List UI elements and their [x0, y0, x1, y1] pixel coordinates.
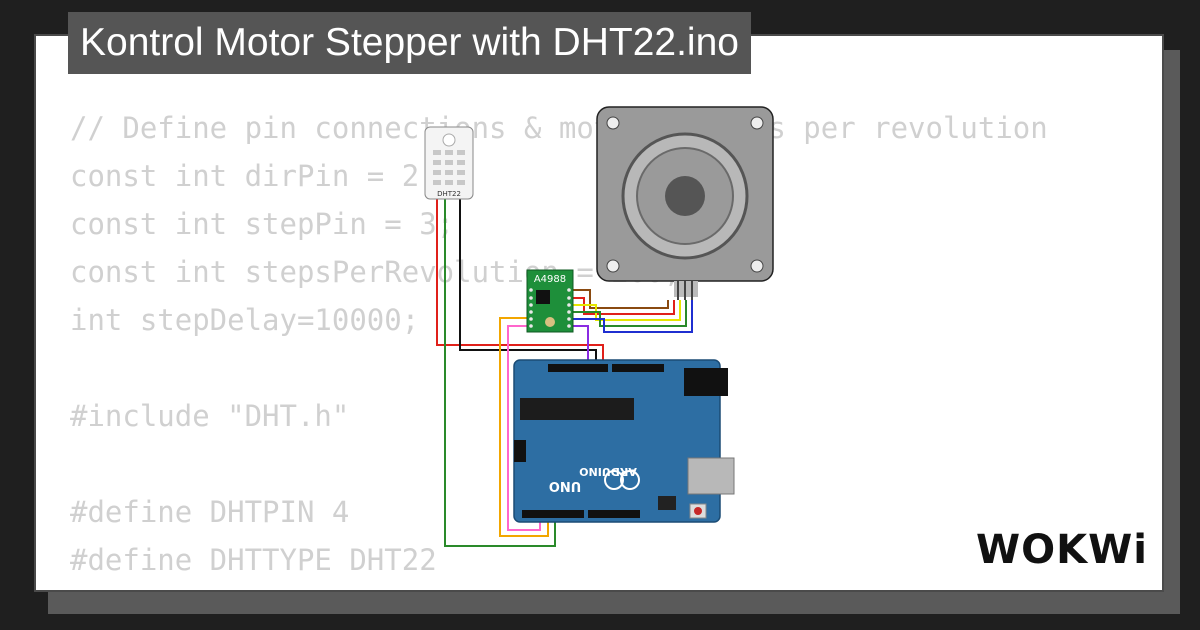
code-line: int stepDelay=10000;: [70, 303, 420, 337]
dht22-sensor[interactable]: DHT22: [424, 126, 474, 200]
a4988-driver[interactable]: A4988: [526, 269, 574, 333]
driver-label: A4988: [534, 274, 566, 285]
code-line: #include "DHT.h": [70, 399, 350, 433]
sensor-label: DHT22: [437, 190, 461, 198]
code-line: const int dirPin = 2;: [70, 159, 437, 193]
arduino-uno-board[interactable]: ARDUINO UNO: [513, 359, 735, 523]
board-model-label: UNO: [549, 478, 582, 493]
code-line: const int stepPin = 3;: [70, 207, 455, 241]
code-line: #define DHTTYPE DHT22: [70, 543, 437, 577]
page-title: Kontrol Motor Stepper with DHT22.ino: [68, 12, 751, 74]
wokwi-logo: WOKWi: [976, 527, 1148, 573]
stepper-motor[interactable]: [596, 106, 774, 300]
code-line: #define DHTPIN 4: [70, 495, 350, 529]
